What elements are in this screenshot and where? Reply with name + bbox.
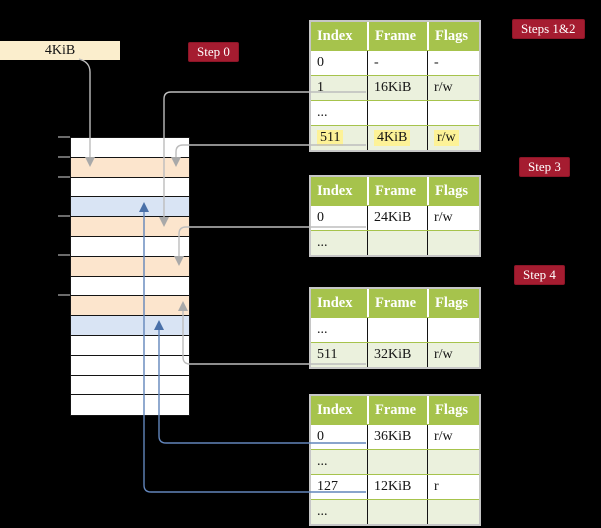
table-cell: 0 bbox=[317, 210, 324, 225]
memory-frame-row-white bbox=[71, 335, 189, 356]
memory-frame-row-white bbox=[71, 355, 189, 376]
table-cell bbox=[427, 500, 479, 524]
memory-frame-row-blue bbox=[71, 316, 189, 336]
table-cell: ... bbox=[317, 235, 328, 250]
memory-frame-row-white bbox=[71, 236, 189, 257]
steps-1-2-badge: Steps 1&2 bbox=[512, 19, 585, 39]
table-cell: r/w bbox=[427, 206, 479, 230]
table-cell: r bbox=[427, 475, 479, 499]
table-cell: 32KiB bbox=[367, 343, 427, 367]
table-cell: - bbox=[427, 51, 479, 75]
table-row: ... bbox=[311, 499, 479, 524]
physical-memory-stack bbox=[70, 137, 190, 417]
table-cell bbox=[367, 318, 427, 342]
table-cell: 1 bbox=[317, 80, 324, 95]
step-3-badge: Step 3 bbox=[519, 157, 570, 177]
highlighted-value: r/w bbox=[434, 130, 459, 146]
table-cell: ... bbox=[317, 105, 328, 120]
table-cell bbox=[427, 318, 479, 342]
table-cell: - bbox=[367, 51, 427, 75]
memory-frame-row-peach bbox=[71, 157, 189, 178]
step-4-badge: Step 4 bbox=[514, 265, 565, 285]
table-cell: ... bbox=[317, 454, 328, 469]
table-cell: 4KiB bbox=[367, 126, 427, 150]
column-header: Index bbox=[317, 401, 353, 418]
memory-frame-row-white bbox=[71, 395, 189, 416]
column-header: Flags bbox=[427, 177, 479, 205]
column-header: Flags bbox=[427, 22, 479, 50]
table-cell bbox=[427, 101, 479, 125]
column-header: Index bbox=[317, 182, 353, 199]
column-header: Frame bbox=[367, 22, 427, 50]
table-cell bbox=[367, 231, 427, 255]
table-row: ... bbox=[311, 100, 479, 125]
table-row: 0 -- bbox=[311, 50, 479, 75]
table-cell: 0 bbox=[317, 429, 324, 444]
table-cell bbox=[367, 500, 427, 524]
table-cell: 0 bbox=[317, 55, 324, 70]
memory-frame-row-peach bbox=[71, 296, 189, 317]
column-header: Frame bbox=[367, 177, 427, 205]
memory-frame-row-peach bbox=[71, 256, 189, 277]
table-cell bbox=[367, 450, 427, 474]
memory-frame-row-white bbox=[71, 375, 189, 396]
table-cell: r/w bbox=[427, 425, 479, 449]
step-0-badge: Step 0 bbox=[188, 42, 239, 62]
table-cell: r/w bbox=[427, 76, 479, 100]
memory-frame-row-blue bbox=[71, 197, 189, 218]
table-cell: 16KiB bbox=[367, 76, 427, 100]
table-cell: 511 bbox=[311, 126, 367, 150]
table-cell bbox=[427, 231, 479, 255]
table-cell: r/w bbox=[427, 343, 479, 367]
table-cell: ... bbox=[317, 322, 328, 337]
column-header: Frame bbox=[367, 289, 427, 317]
table-row: 511 4KiB r/w bbox=[311, 125, 479, 150]
memory-frame-row-white bbox=[71, 177, 189, 198]
table-cell: 36KiB bbox=[367, 425, 427, 449]
table-row: ... bbox=[311, 230, 479, 255]
column-header: Flags bbox=[427, 396, 479, 424]
table-cell: r/w bbox=[427, 126, 479, 150]
table-row: ... bbox=[311, 449, 479, 474]
column-header: Index bbox=[317, 27, 353, 44]
table-cell: ... bbox=[317, 504, 328, 519]
table-cell: 511 bbox=[317, 347, 338, 362]
column-header: Frame bbox=[367, 396, 427, 424]
highlighted-value: 511 bbox=[317, 130, 344, 146]
table-cell: 127 bbox=[317, 479, 338, 494]
column-header: Index bbox=[317, 294, 353, 311]
highlighted-value: 4KiB bbox=[374, 130, 411, 146]
table-row: ... bbox=[311, 317, 479, 342]
memory-frame-row-white bbox=[71, 138, 189, 158]
table-cell bbox=[367, 101, 427, 125]
column-header: Flags bbox=[427, 289, 479, 317]
table-cell bbox=[427, 450, 479, 474]
table-cell: 12KiB bbox=[367, 475, 427, 499]
memory-frame-row-peach bbox=[71, 217, 189, 237]
table-cell: 24KiB bbox=[367, 206, 427, 230]
memory-frame-row-white bbox=[71, 276, 189, 297]
page-size-box: 4KiB bbox=[0, 41, 120, 60]
address-tick-marks bbox=[58, 136, 70, 296]
